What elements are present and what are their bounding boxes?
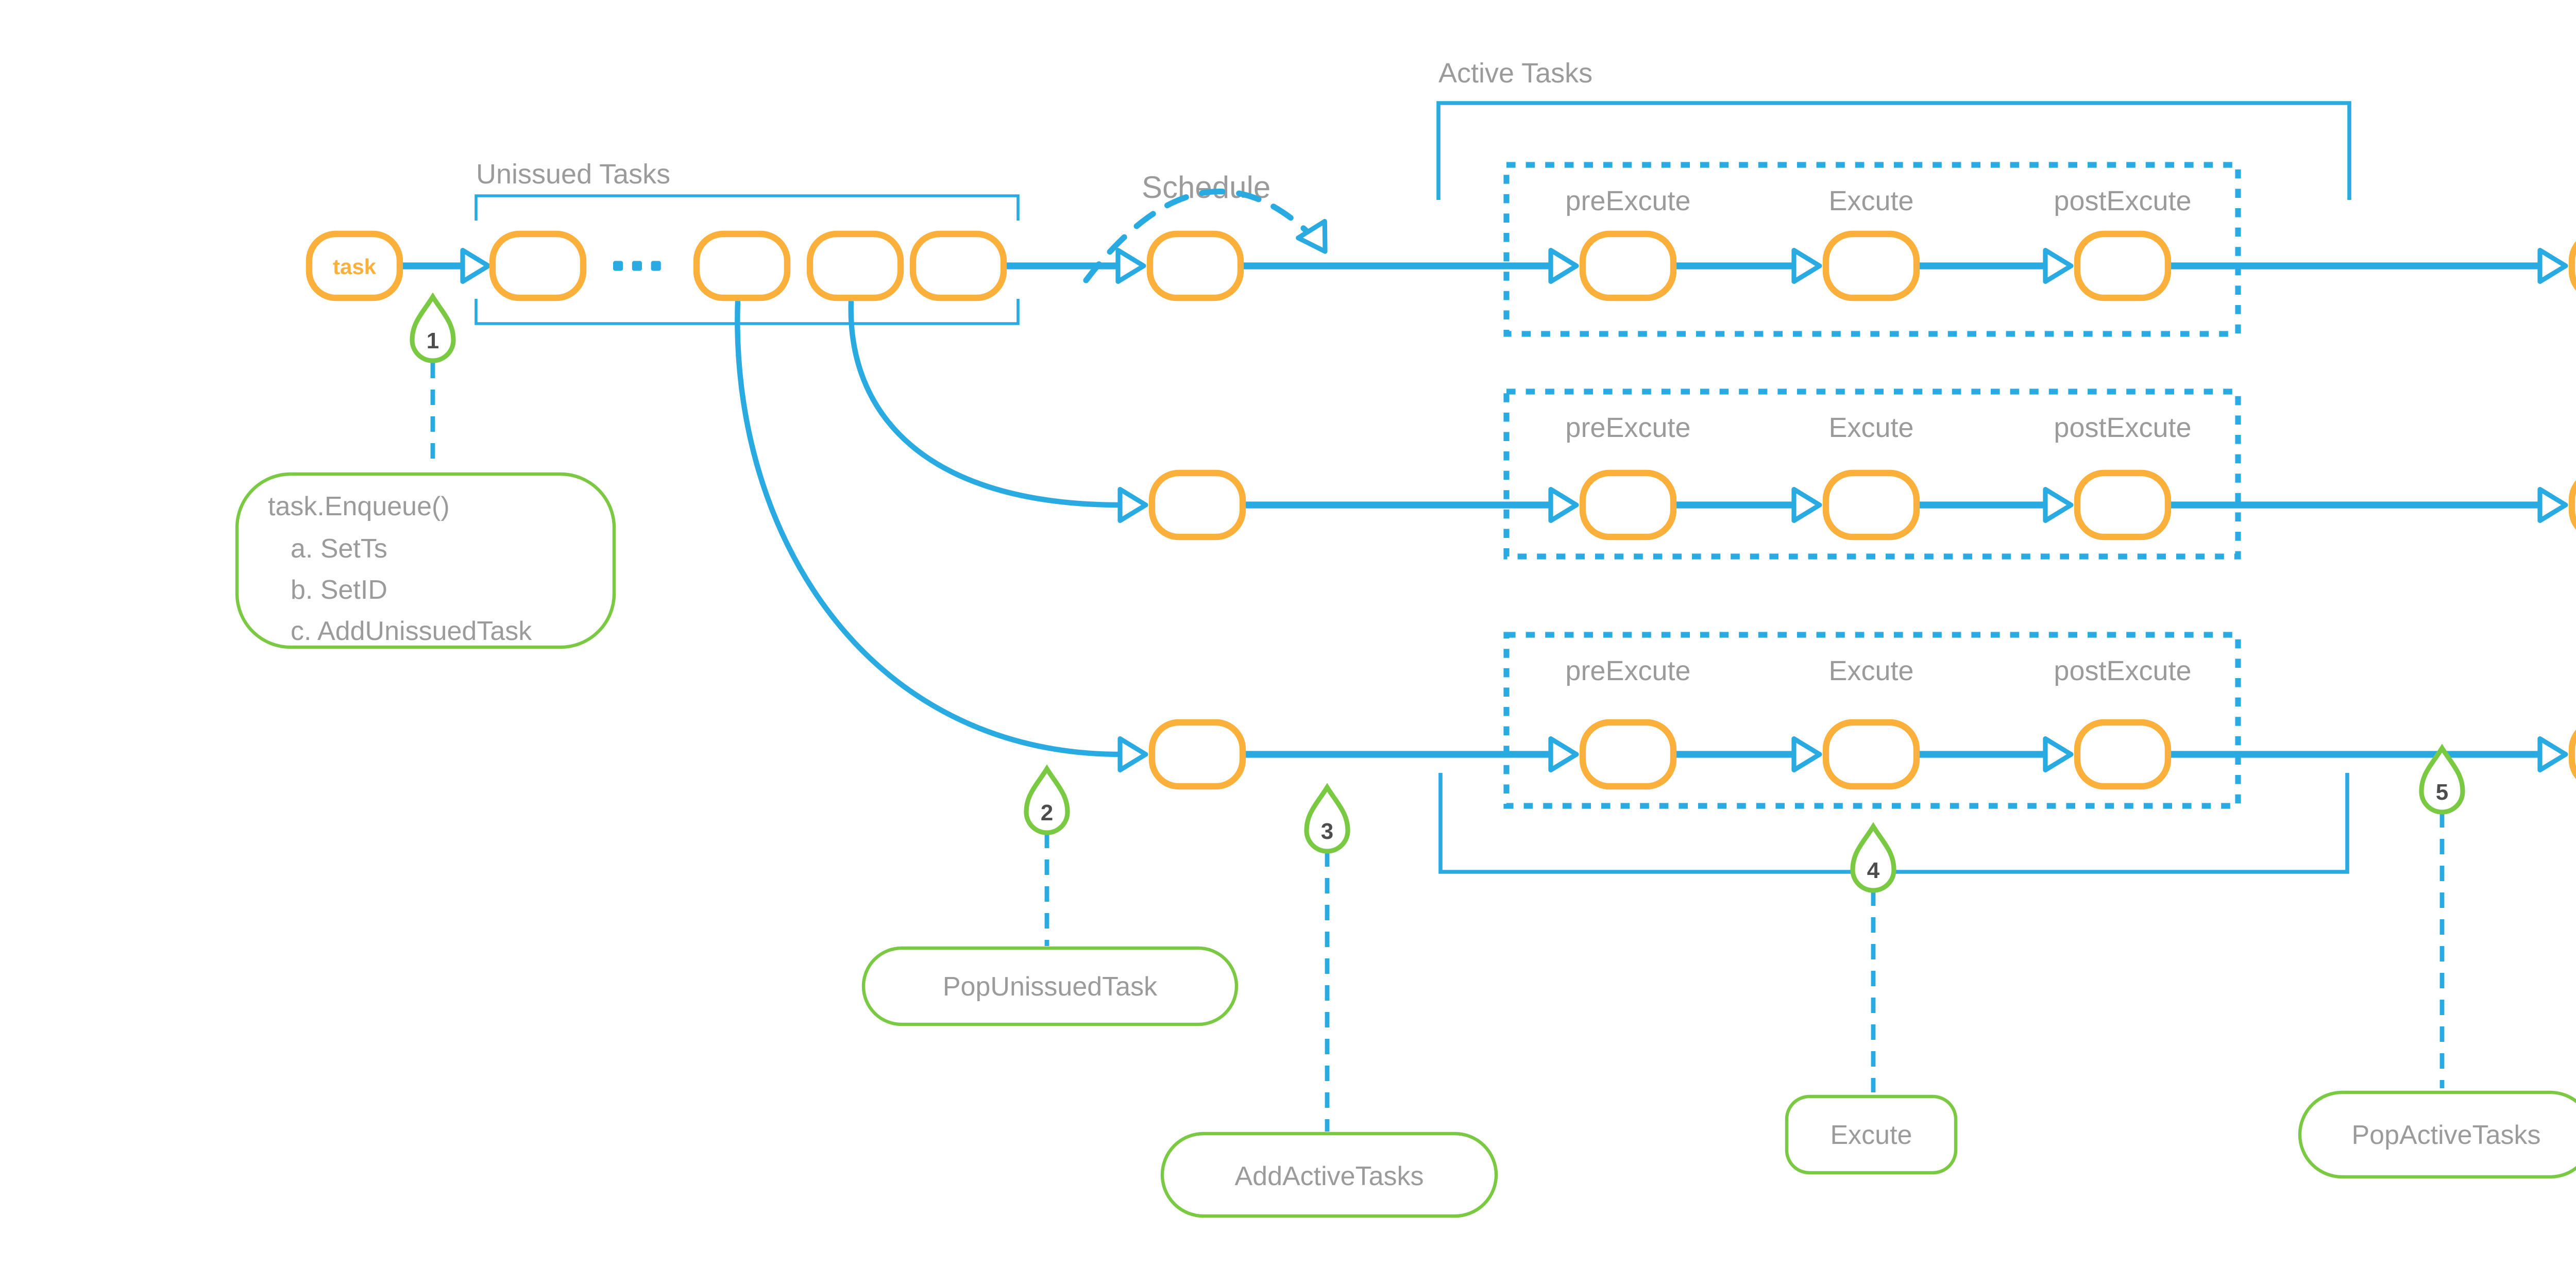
pipeline-box-row2 bbox=[1503, 389, 2241, 560]
queue-node-1 bbox=[693, 230, 791, 301]
arrowhead-task-to-queue bbox=[463, 250, 488, 282]
pre-excute-node-row1 bbox=[1579, 230, 1677, 301]
post-excute-label-row1: postExcute bbox=[2054, 185, 2191, 216]
post-excute-label-row2: postExcute bbox=[2054, 412, 2191, 443]
arrowhead-queue-to-row2 bbox=[1120, 490, 1146, 521]
arrowhead-feeder-to-pre-row3 bbox=[1551, 739, 1577, 770]
queue-node-tail bbox=[909, 230, 1007, 301]
marker-5-number: 5 bbox=[2436, 780, 2448, 805]
note-excute-text: Excute bbox=[1831, 1120, 1912, 1150]
schedule-arc-arrow bbox=[1083, 189, 1322, 283]
queue-node-2 bbox=[806, 230, 904, 301]
arrowhead-excute-to-post-row2 bbox=[2045, 490, 2071, 521]
excute-label-row3: Excute bbox=[1828, 655, 1913, 686]
pre-excute-node-row2 bbox=[1579, 469, 1677, 541]
arrowhead-feeder-to-pre-row2 bbox=[1551, 490, 1577, 521]
task-node bbox=[306, 230, 403, 301]
curve-queue-to-row2 bbox=[848, 300, 1122, 508]
done-node-row2 bbox=[2568, 480, 2576, 530]
arrowhead-post-to-done-row1 bbox=[2540, 250, 2566, 282]
task-node-label: task bbox=[333, 255, 377, 279]
note-pop-active-text: PopActiveTasks bbox=[2351, 1120, 2540, 1150]
note-box-pop-active bbox=[2298, 1090, 2576, 1179]
arrowhead-queue-to-schedule bbox=[1118, 250, 1144, 282]
pre-excute-label-row1: preExcute bbox=[1565, 185, 1690, 216]
curve-queue-to-row3 bbox=[735, 300, 1122, 757]
pipeline-box-row3 bbox=[1503, 632, 2241, 809]
active-tasks-label: Active Tasks bbox=[1438, 58, 1592, 89]
arrowhead-pre-to-excute-row1 bbox=[1794, 250, 1820, 282]
arrowhead-schedule-to-pre-row1 bbox=[1551, 250, 1577, 282]
unissued-queue-bracket-top bbox=[474, 194, 1020, 221]
arrowhead-pre-to-excute-row3 bbox=[1794, 739, 1820, 770]
note-pop-unissued-text: PopUnissuedTask bbox=[943, 972, 1158, 1002]
ellipsis-dot-icon bbox=[613, 261, 623, 271]
note-enqueue-line4: c. AddUnissuedTask bbox=[291, 616, 532, 646]
note-box-pop-unissued bbox=[861, 946, 1239, 1026]
arrowhead-post-to-done-row2 bbox=[2540, 490, 2566, 521]
pre-excute-label-row2: preExcute bbox=[1565, 412, 1690, 443]
queue-node-head bbox=[489, 230, 587, 301]
note-box-excute bbox=[1785, 1094, 1958, 1175]
excute-label-row1: Excute bbox=[1828, 185, 1913, 216]
pre-excute-node-row3 bbox=[1579, 719, 1677, 790]
post-excute-node-row1 bbox=[2074, 230, 2172, 301]
note-enqueue-line1: task.Enqueue() bbox=[268, 492, 450, 521]
arrowhead-queue-to-row3 bbox=[1120, 739, 1146, 770]
post-excute-node-row3 bbox=[2074, 719, 2172, 790]
schedule-node-row1 bbox=[1146, 230, 1244, 301]
note-box-add-active bbox=[1160, 1132, 1498, 1218]
ellipsis-dot-icon bbox=[632, 261, 642, 271]
post-excute-label-row3: postExcute bbox=[2054, 655, 2191, 686]
active-tasks-bracket-top bbox=[1436, 101, 2351, 200]
excute-node-row3 bbox=[1822, 719, 1920, 790]
done-node-row1 bbox=[2568, 241, 2576, 291]
feeder-node-row2 bbox=[1148, 469, 1246, 541]
note-enqueue-line3: b. SetID bbox=[291, 575, 387, 605]
marker-1-number: 1 bbox=[427, 328, 439, 353]
feeder-node-row3 bbox=[1148, 719, 1246, 790]
arrowhead-excute-to-post-row3 bbox=[2045, 739, 2071, 770]
note-box-enqueue bbox=[235, 472, 616, 649]
note-enqueue-line2: a. SetTs bbox=[291, 534, 387, 564]
excute-label-row2: Excute bbox=[1828, 412, 1913, 443]
arrowhead-post-to-done-row3 bbox=[2540, 739, 2566, 770]
arrowhead-pre-to-excute-row2 bbox=[1794, 490, 1820, 521]
marker-4-number: 4 bbox=[1867, 858, 1880, 883]
arrowhead-excute-to-post-row1 bbox=[2045, 250, 2071, 282]
done-node-row3 bbox=[2568, 730, 2576, 779]
pipeline-box-row1 bbox=[1503, 162, 2241, 337]
unissued-queue-bracket-bottom bbox=[474, 299, 1020, 325]
pre-excute-label-row3: preExcute bbox=[1565, 655, 1690, 686]
marker-2-number: 2 bbox=[1041, 800, 1053, 825]
note-add-active-text: AddActiveTasks bbox=[1234, 1161, 1423, 1191]
excute-node-row1 bbox=[1822, 230, 1920, 301]
excute-node-row2 bbox=[1822, 469, 1920, 541]
post-excute-node-row2 bbox=[2074, 469, 2172, 541]
unissued-tasks-label: Unissued Tasks bbox=[476, 159, 670, 190]
marker-3-number: 3 bbox=[1321, 819, 1333, 844]
ellipsis-dot-icon bbox=[651, 261, 661, 271]
